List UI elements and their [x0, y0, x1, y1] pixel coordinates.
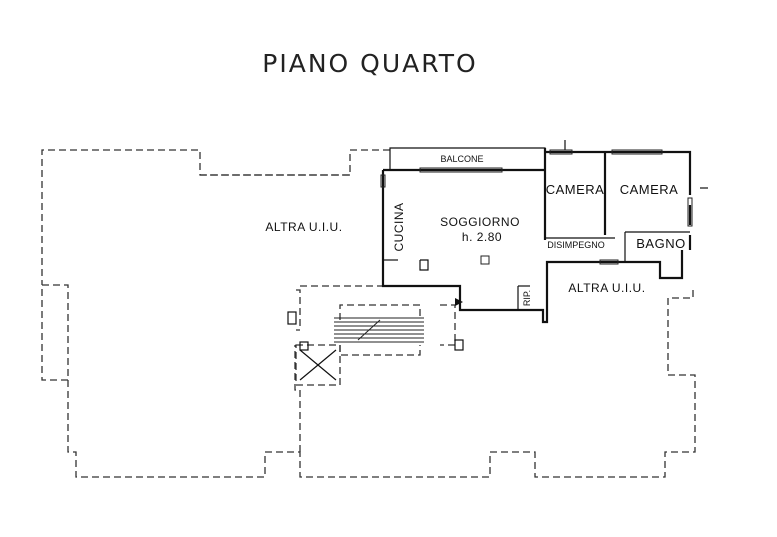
room-label-altra-uiu-right: ALTRA U.I.U.	[568, 281, 645, 295]
room-label-cucina: CUCINA	[392, 202, 406, 251]
stair-block	[287, 289, 464, 386]
room-label-soggiorno: SOGGIORNO	[440, 215, 520, 229]
room-label-altra-uiu-left: ALTRA U.I.U.	[265, 220, 342, 234]
room-label-soggiorno-height: h. 2.80	[462, 230, 502, 244]
other-unit-outline	[41, 149, 696, 478]
room-label-ripostiglio: RIP.	[522, 290, 532, 306]
room-label-disimpegno: DISIMPEGNO	[547, 240, 605, 250]
room-label-camera-1: CAMERA	[546, 182, 605, 197]
apartment-walls	[380, 140, 708, 324]
room-label-balcone: BALCONE	[440, 154, 483, 164]
plan-title: PIANO QUARTO	[262, 49, 477, 78]
room-label-camera-2: CAMERA	[620, 182, 679, 197]
room-label-bagno: BAGNO	[636, 236, 685, 251]
